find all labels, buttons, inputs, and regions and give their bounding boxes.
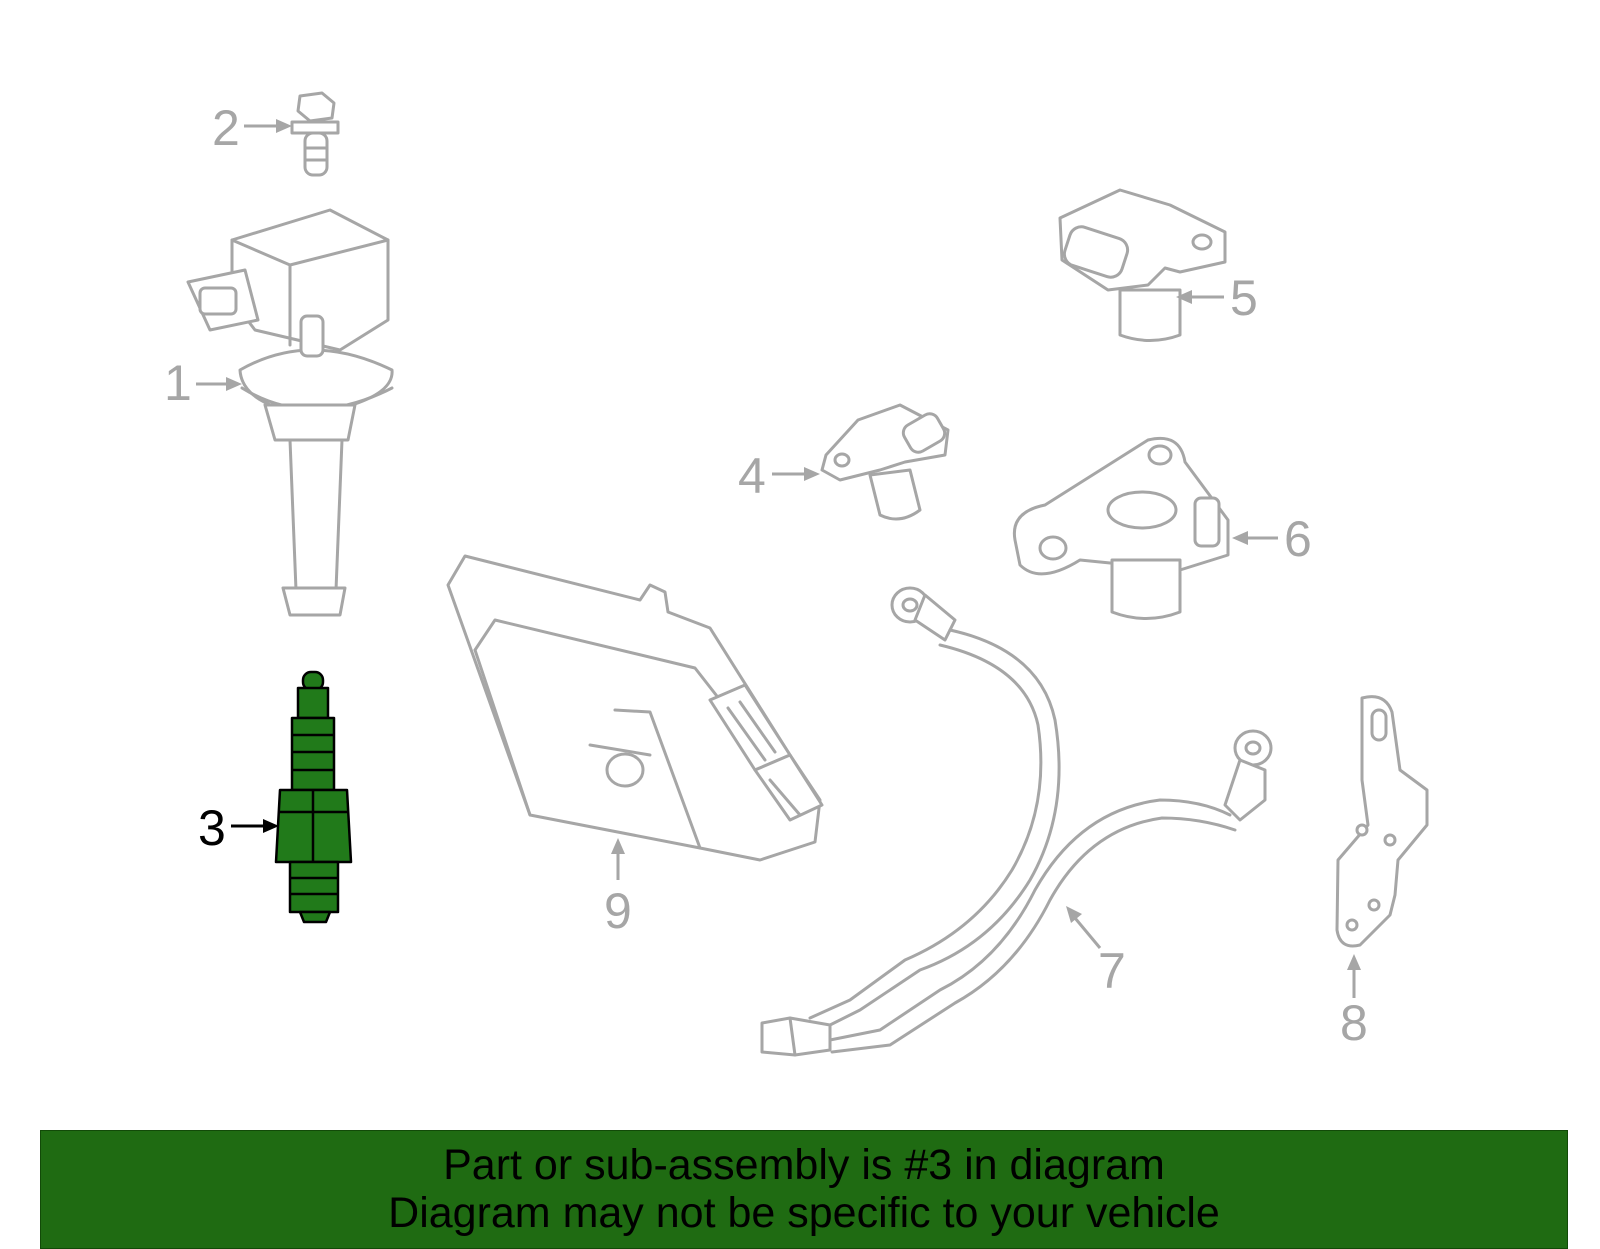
callout-8-label: 8: [1340, 995, 1368, 1051]
callout-7-label: 7: [1098, 943, 1126, 999]
callout-4-label: 4: [738, 448, 766, 504]
callout-4: 4: [738, 448, 820, 504]
parts-diagram: 2 1 3 4 5 6 9 7 8: [164, 91, 1429, 1057]
callout-2-label: 2: [212, 100, 240, 156]
part-7-wiring-harness[interactable]: [760, 586, 1273, 1057]
callout-8: 8: [1340, 954, 1368, 1051]
part-9-control-module[interactable]: [446, 554, 824, 862]
part-8-bracket[interactable]: [1335, 695, 1429, 948]
callout-7: 7: [1066, 906, 1126, 999]
part-1-ignition-coil[interactable]: [186, 208, 394, 617]
callout-5: 5: [1176, 270, 1258, 326]
callout-2: 2: [212, 100, 292, 156]
banner-line-part-info: Part or sub-assembly is #3 in diagram: [443, 1141, 1165, 1189]
part-6-sensor-bracket[interactable]: [1012, 436, 1230, 620]
callout-3-label: 3: [198, 800, 226, 856]
part-4-sensor[interactable]: [820, 403, 950, 521]
callout-6: 6: [1232, 511, 1312, 567]
callout-9-label: 9: [604, 883, 632, 939]
callout-6-label: 6: [1284, 511, 1312, 567]
callout-9: 9: [604, 838, 632, 939]
banner-line-disclaimer: Diagram may not be specific to your vehi…: [388, 1189, 1220, 1237]
callout-5-label: 5: [1230, 270, 1258, 326]
callout-1: 1: [164, 355, 242, 411]
part-5-sensor[interactable]: [1058, 188, 1227, 342]
part-3-spark-plug[interactable]: [274, 670, 353, 924]
part-2-bolt[interactable]: [290, 91, 340, 177]
info-banner: Part or sub-assembly is #3 in diagram Di…: [40, 1130, 1568, 1249]
callout-1-label: 1: [164, 355, 192, 411]
callout-3: 3: [198, 800, 279, 856]
